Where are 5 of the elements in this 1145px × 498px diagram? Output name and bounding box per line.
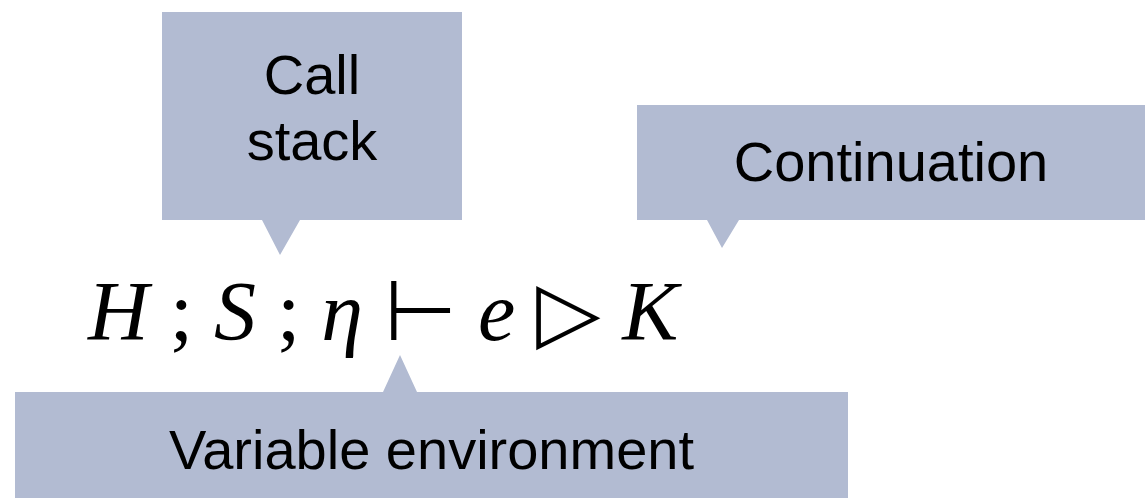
- callout-text: Call stack: [245, 42, 379, 174]
- callout-text: Variable environment: [168, 417, 695, 483]
- callout-text: Continuation: [732, 129, 1050, 195]
- callout: [637, 105, 1145, 248]
- callout: [162, 12, 462, 255]
